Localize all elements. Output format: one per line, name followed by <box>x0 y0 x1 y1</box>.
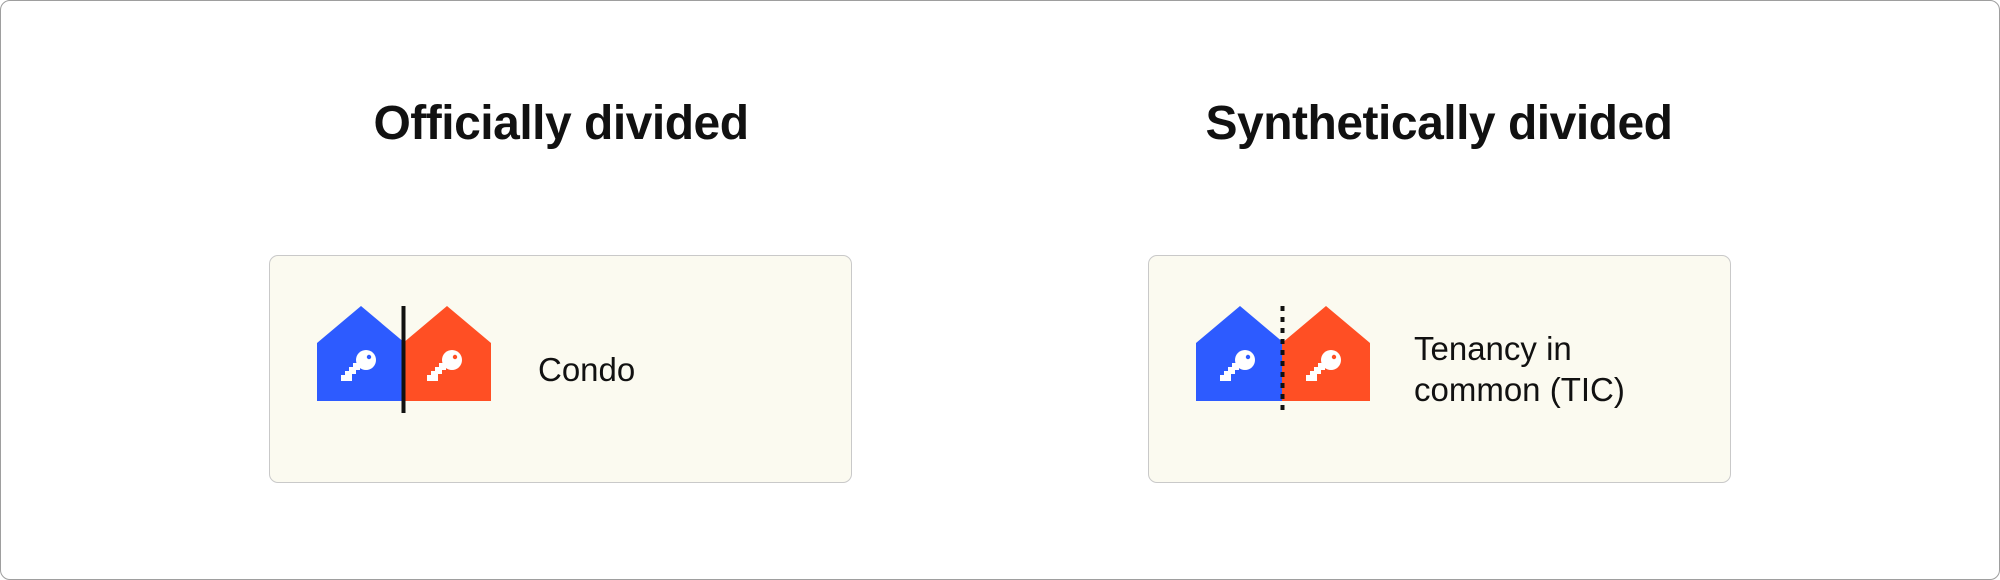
tic-houses-illustration <box>1196 306 1370 413</box>
condo-label-line: Condo <box>538 351 636 388</box>
tic-label: Tenancy in common (TIC) <box>1414 328 1625 410</box>
orange-key-icon <box>1306 350 1341 381</box>
blue-key-icon <box>341 350 376 381</box>
heading-officially-divided: Officially divided <box>373 97 749 150</box>
tic-label-line-2: common (TIC) <box>1414 371 1625 408</box>
orange-key-icon <box>427 350 462 381</box>
condo-label: Condo <box>538 349 635 390</box>
tic-label-line-1: Tenancy in <box>1414 330 1572 367</box>
blue-key-icon <box>1220 350 1255 381</box>
condo-houses-illustration <box>317 306 491 413</box>
condo-card: Condo <box>269 255 852 483</box>
tic-card: Tenancy in common (TIC) <box>1148 255 1731 483</box>
heading-synthetically-divided: Synthetically divided <box>1205 97 1673 150</box>
